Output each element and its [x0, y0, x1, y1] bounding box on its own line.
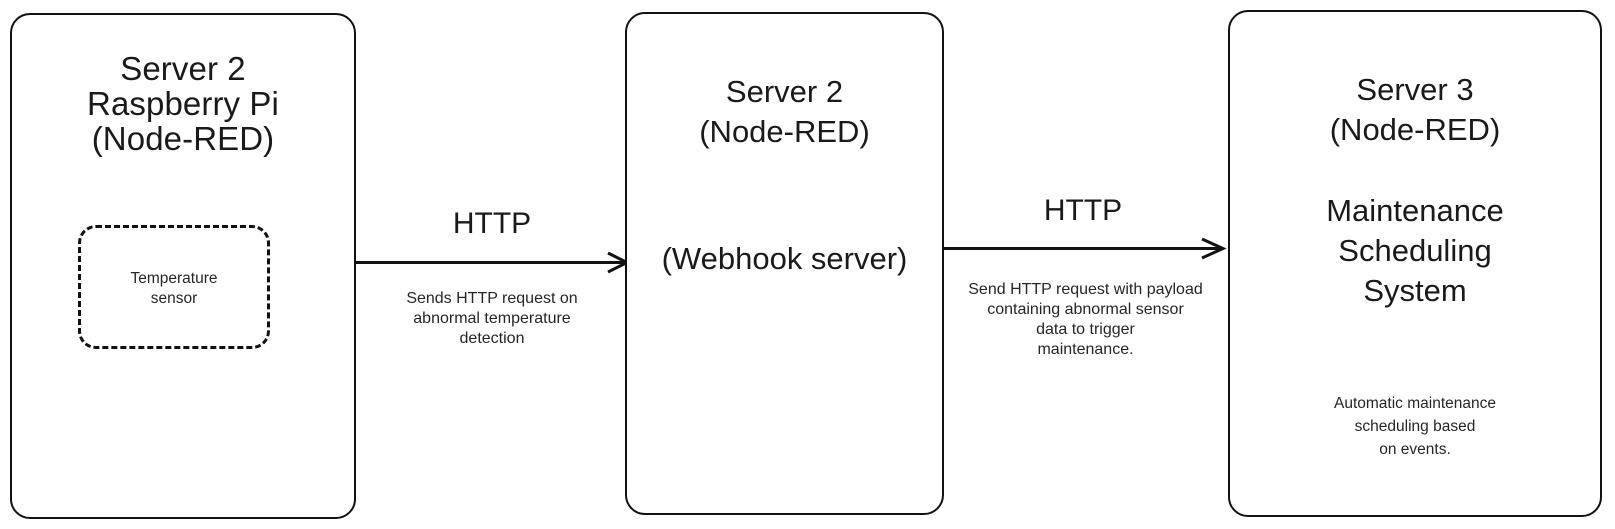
node-server2-webhook-heading-line2: (Node-RED)	[699, 114, 870, 149]
node-server3-maintenance-note-line1: Automatic maintenance	[1334, 395, 1496, 412]
edge-pi-to-webhook-protocol-label: HTTP	[452, 207, 532, 240]
node-server2-raspberry-pi-heading-line3: (Node-RED)	[91, 120, 275, 157]
node-server2-webhook[interactable]	[625, 12, 944, 515]
node-server3-maintenance-note-line3: on events.	[1379, 441, 1451, 458]
temperature-sensor-label-line2: sensor	[150, 290, 198, 307]
edge-pi-to-webhook-arrow	[356, 251, 631, 274]
edge-webhook-to-maintenance-caption-line3: data to trigger	[1036, 321, 1135, 338]
edge-webhook-to-maintenance-arrow	[944, 237, 1227, 260]
edge-webhook-to-maintenance-caption-line2: containing abnormal sensor	[987, 301, 1184, 318]
temperature-sensor-box[interactable]	[78, 225, 270, 349]
edge-pi-to-webhook-caption-line2: abnormal temperature	[413, 310, 571, 327]
node-server2-webhook-subtitle: (Webhook server)	[661, 241, 908, 276]
edge-pi-to-webhook-caption-line1: Sends HTTP request on	[406, 290, 578, 307]
node-server2-webhook-heading-line1: Server 2	[725, 74, 844, 109]
node-server3-maintenance-body-line3: System	[1363, 273, 1467, 308]
edge-pi-to-webhook-caption-line3: detection	[459, 330, 525, 347]
node-server2-raspberry-pi-heading-line2: Raspberry Pi	[87, 85, 279, 122]
edge-webhook-to-maintenance-caption-line4: maintenance.	[1037, 341, 1134, 358]
node-server3-maintenance-body-line2: Scheduling	[1338, 233, 1492, 268]
node-server3-maintenance-body-line1: Maintenance	[1326, 193, 1504, 228]
node-server3-maintenance-heading-line2: (Node-RED)	[1329, 112, 1501, 147]
edge-webhook-to-maintenance-protocol-label: HTTP	[1043, 194, 1123, 227]
node-server3-maintenance-note-line2: scheduling based	[1354, 418, 1476, 435]
temperature-sensor-label-line1: Temperature	[130, 270, 218, 287]
node-server3-maintenance[interactable]	[1228, 10, 1602, 517]
edge-webhook-to-maintenance-caption-line1: Send HTTP request with payload	[968, 281, 1203, 298]
node-server2-raspberry-pi-heading-line1: Server 2	[120, 50, 246, 87]
node-server3-maintenance-heading-line1: Server 3	[1356, 72, 1474, 107]
